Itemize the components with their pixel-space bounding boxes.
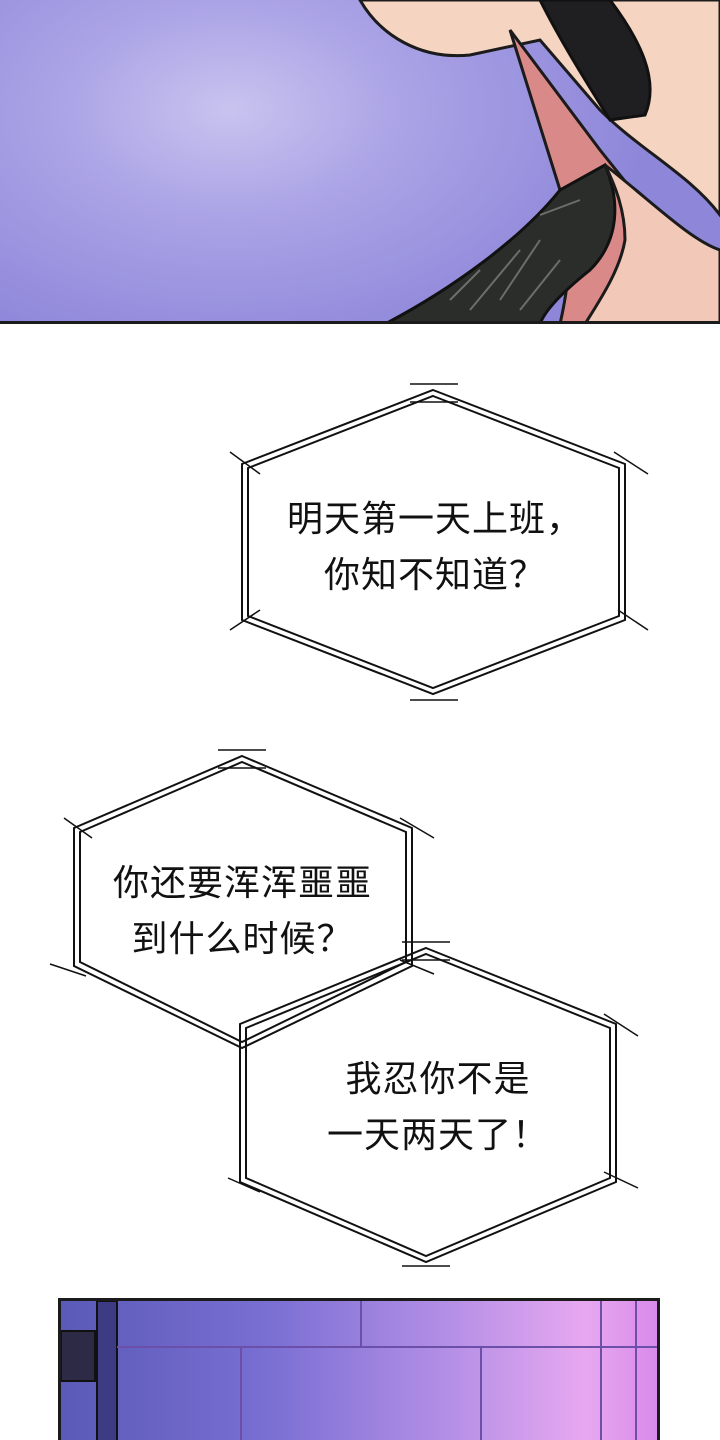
speech-bubble-2: 你还要浑浑噩噩 到什么时候？ [49, 748, 435, 1058]
strap-shape [538, 0, 652, 122]
speech-bubble-3: 我忍你不是 一天两天了！ [227, 940, 648, 1270]
wall-grid [117, 1301, 657, 1440]
bubble-1-line-1: 明天第一天上班， [286, 499, 583, 540]
bubble-1-line-2: 你知不知道？ [323, 555, 546, 596]
bubble-3-line-2: 一天两天了！ [326, 1115, 549, 1156]
bubble-1-outline [229, 383, 649, 701]
dark-block [61, 1330, 96, 1382]
bubble-3-outline [227, 941, 639, 1267]
bubble-2-text: 你还要浑浑噩噩 到什么时候？ [50, 856, 435, 968]
bubble-2-line-2: 到什么时候？ [131, 919, 354, 960]
skin-lower-shape [585, 163, 720, 321]
fabric-shape [387, 162, 617, 321]
panel-top-artwork [358, 0, 720, 321]
bubble-3-text: 我忍你不是 一天两天了！ [228, 1052, 648, 1164]
bubble-1-text: 明天第一天上班， 你知不知道？ [230, 492, 640, 604]
frame-post [96, 1301, 118, 1440]
bubble-2-line-1: 你还要浑浑噩噩 [112, 863, 372, 904]
bubble-2-outline [49, 749, 435, 1050]
panel-bottom [58, 1298, 660, 1440]
bubble-3-line-1: 我忍你不是 [345, 1059, 531, 1100]
speech-bubble-1: 明天第一天上班， 你知不知道？ [229, 382, 650, 702]
fabric-pattern [449, 199, 581, 311]
panel-top [0, 0, 720, 324]
panel-bottom-artwork [61, 1301, 657, 1440]
